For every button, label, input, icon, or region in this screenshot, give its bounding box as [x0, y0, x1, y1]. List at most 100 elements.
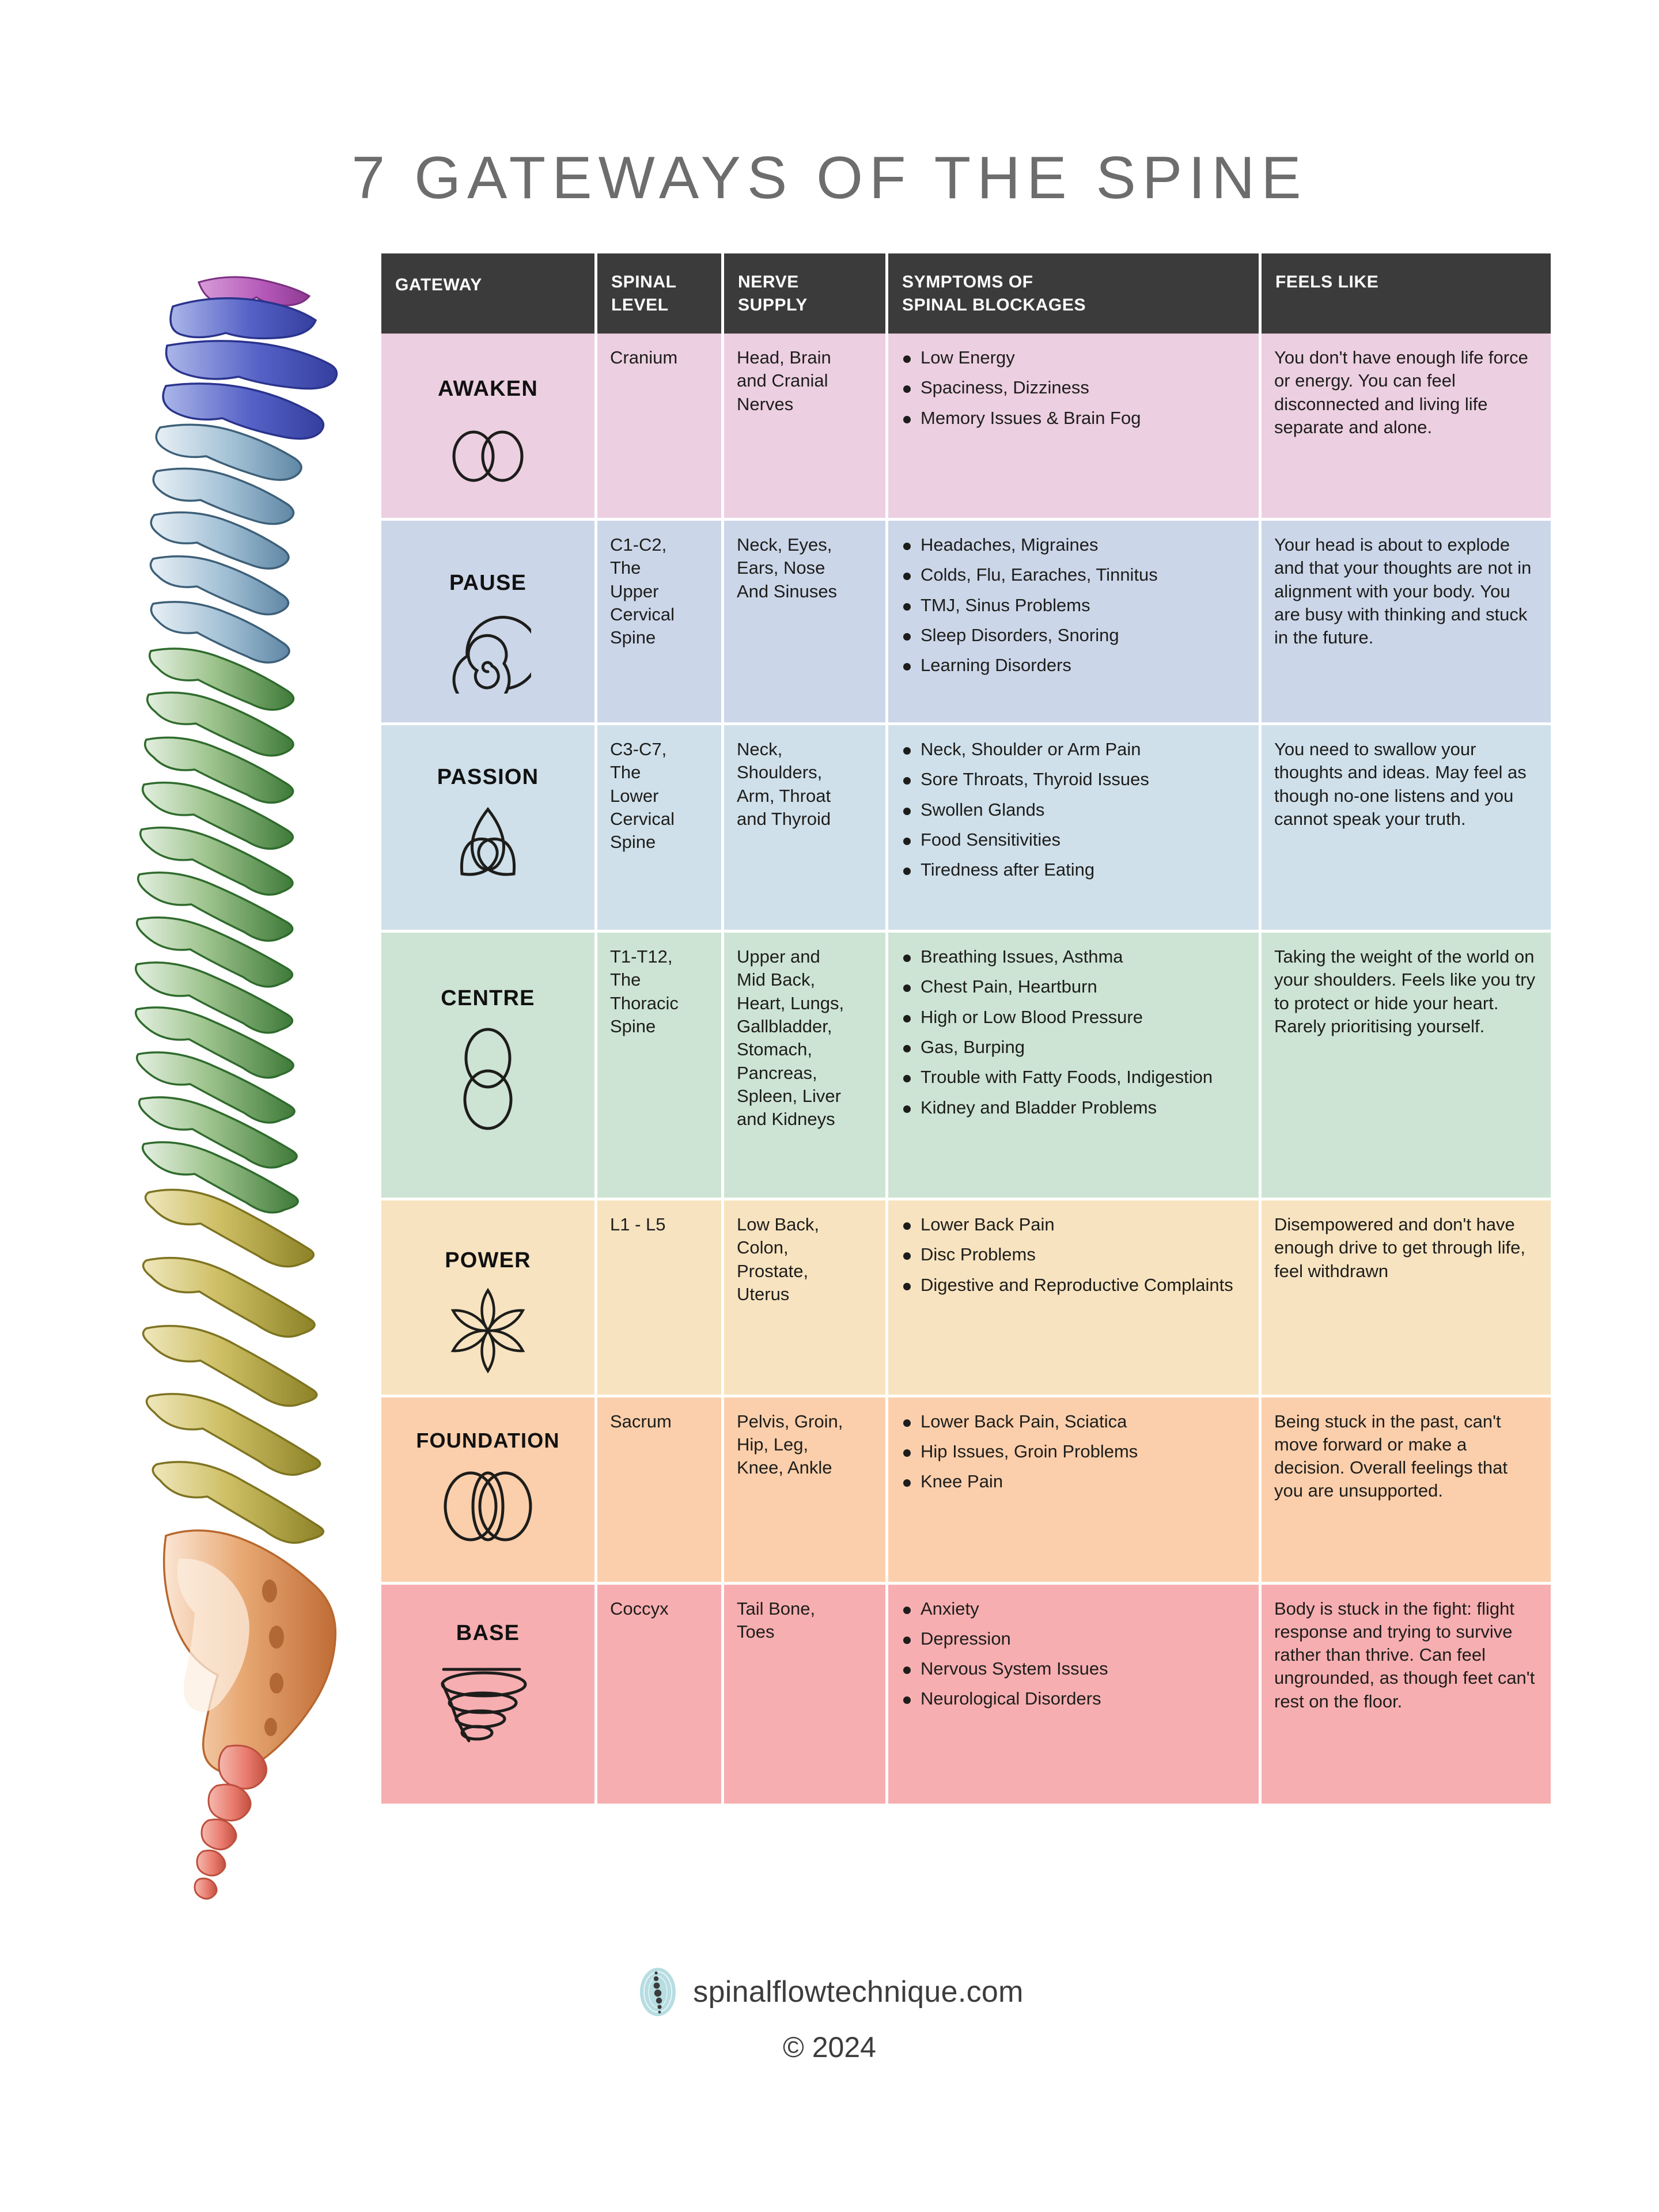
- gateways-table: GATEWAY SPINAL LEVEL NERVE SUPPLY SYMPTO…: [381, 253, 1551, 1804]
- symptom-item: Neck, Shoulder or Arm Pain: [901, 738, 1246, 761]
- nerve-supply-cell: Head, Brain and Cranial Nerves: [721, 334, 885, 518]
- symptom-item: Low Energy: [901, 346, 1246, 369]
- cranium-segment: [198, 276, 311, 306]
- six-petal-flower-icon: [445, 1285, 531, 1380]
- footer: spinalflowtechnique.com © 2024: [0, 1964, 1659, 2064]
- table-row: POWER L1 - L5 Low Back, C: [381, 1198, 1551, 1395]
- upper-cervical-segment: [162, 297, 338, 440]
- gateway-label: POWER: [445, 1248, 531, 1273]
- triquetra-icon: [445, 801, 531, 888]
- gateway-label: PASSION: [437, 765, 539, 790]
- symptom-item: Gas, Burping: [901, 1036, 1246, 1059]
- gateway-cell: PASSION: [381, 725, 594, 930]
- symptom-item: Tiredness after Eating: [901, 858, 1246, 881]
- column-header-nerve-supply: NERVE SUPPLY: [721, 253, 885, 334]
- gateway-cell: FOUNDATION: [381, 1397, 594, 1582]
- table-header-row: GATEWAY SPINAL LEVEL NERVE SUPPLY SYMPTO…: [381, 253, 1551, 334]
- feels-like-cell: Body is stuck in the fight: flight respo…: [1259, 1584, 1551, 1804]
- spiral-icon: [445, 607, 531, 694]
- gateway-cell: POWER: [381, 1200, 594, 1394]
- symptom-item: Kidney and Bladder Problems: [901, 1096, 1246, 1119]
- table-row: PASSION C3-C7, The Lower Cervical Spine …: [381, 722, 1551, 930]
- symptom-item: Food Sensitivities: [901, 828, 1246, 851]
- gateway-label: PAUSE: [449, 571, 527, 596]
- spinal-level-cell: Sacrum: [594, 1397, 721, 1582]
- sacrum-segment: [162, 1529, 337, 1774]
- symptom-item: Digestive and Reproductive Complaints: [901, 1274, 1246, 1297]
- nerve-supply-cell: Upper and Mid Back, Heart, Lungs, Gallbl…: [721, 933, 885, 1198]
- symptom-item: Swollen Glands: [901, 798, 1246, 821]
- symptom-item: Neurological Disorders: [901, 1687, 1246, 1710]
- table-row: AWAKEN Cranium Head, Brain and Cranial N…: [381, 334, 1551, 518]
- nerve-supply-cell: Neck, Shoulders, Arm, Throat and Thyroid: [721, 725, 885, 930]
- feels-like-cell: Your head is about to explode and that y…: [1259, 521, 1551, 723]
- table-row: FOUNDATION Sacrum Pelvis, Groin, Hip, Le…: [381, 1394, 1551, 1582]
- spine-dots-logo-icon: [635, 1964, 680, 2020]
- gateway-cell: CENTRE: [381, 933, 594, 1198]
- nerve-supply-cell: Pelvis, Groin, Hip, Leg, Knee, Ankle: [721, 1397, 885, 1582]
- feels-like-cell: Disempowered and don't have enough drive…: [1259, 1200, 1551, 1395]
- spinal-level-cell: C3-C7, The Lower Cervical Spine: [594, 725, 721, 930]
- infinity-icon: [445, 413, 531, 499]
- column-header-gateway: GATEWAY: [395, 275, 482, 294]
- symptom-item: Sleep Disorders, Snoring: [901, 624, 1246, 647]
- symptom-item: Memory Issues & Brain Fog: [901, 407, 1246, 430]
- coccyx-segment: [194, 1744, 267, 1900]
- spinal-level-cell: Cranium: [594, 334, 721, 518]
- column-header-symptoms: SYMPTOMS OF SPINAL BLOCKAGES: [885, 253, 1259, 334]
- table-row: PAUSE C1-C2, The Upper Cervical Spine Ne…: [381, 518, 1551, 723]
- symptom-item: Learning Disorders: [901, 654, 1246, 677]
- symptom-item: High or Low Blood Pressure: [901, 1006, 1246, 1029]
- column-header-spinal-level: SPINAL LEVEL: [594, 253, 721, 334]
- feels-like-cell: You need to swallow your thoughts and id…: [1259, 725, 1551, 930]
- feels-like-cell: You don't have enough life force or ener…: [1259, 334, 1551, 518]
- nerve-supply-cell: Low Back, Colon, Prostate, Uterus: [721, 1200, 885, 1395]
- symptom-item: Lower Back Pain, Sciatica: [901, 1410, 1246, 1433]
- copyright-text: © 2024: [783, 2031, 876, 2063]
- spinal-level-cell: T1-T12, The Thoracic Spine: [594, 933, 721, 1198]
- gateway-cell: AWAKEN: [381, 334, 594, 518]
- symptom-item: Headaches, Migraines: [901, 533, 1246, 556]
- website-link[interactable]: spinalflowtechnique.com: [693, 1975, 1024, 2009]
- lower-cervical-segment: [149, 423, 302, 664]
- symptom-item: TMJ, Sinus Problems: [901, 594, 1246, 617]
- spinal-level-cell: Coccyx: [594, 1584, 721, 1804]
- symptom-item: Lower Back Pain: [901, 1213, 1246, 1236]
- spinal-level-cell: C1-C2, The Upper Cervical Spine: [594, 521, 721, 723]
- feels-like-cell: Being stuck in the past, can't move forw…: [1259, 1397, 1551, 1582]
- three-circles-icon: [430, 1463, 546, 1550]
- symptom-item: Chest Pain, Heartburn: [901, 975, 1246, 998]
- feels-like-cell: Taking the weight of the world on your s…: [1259, 933, 1551, 1198]
- symptom-item: Colds, Flu, Earaches, Tinnitus: [901, 563, 1246, 586]
- lumbar-segment: [142, 1188, 324, 1544]
- gateway-cell: BASE: [381, 1585, 594, 1804]
- gateway-label: AWAKEN: [438, 377, 538, 402]
- page-title: 7 GATEWAYS OF THE SPINE: [351, 145, 1308, 211]
- gateway-label: FOUNDATION: [416, 1428, 560, 1452]
- gateway-label: CENTRE: [441, 986, 535, 1011]
- double-circle-icon: [445, 1022, 531, 1132]
- gateway-label: BASE: [456, 1620, 520, 1645]
- nerve-supply-cell: Neck, Eyes, Ears, Nose And Sinuses: [721, 521, 885, 723]
- symptom-item: Breathing Issues, Asthma: [901, 945, 1246, 968]
- spinal-level-cell: L1 - L5: [594, 1200, 721, 1395]
- symptom-item: Trouble with Fatty Foods, Indigestion: [901, 1066, 1246, 1089]
- nerve-supply-cell: Tail Bone, Toes: [721, 1584, 885, 1804]
- gateway-cell: PAUSE: [381, 521, 594, 722]
- symptom-item: Anxiety: [901, 1597, 1246, 1620]
- symptom-item: Depression: [901, 1627, 1246, 1650]
